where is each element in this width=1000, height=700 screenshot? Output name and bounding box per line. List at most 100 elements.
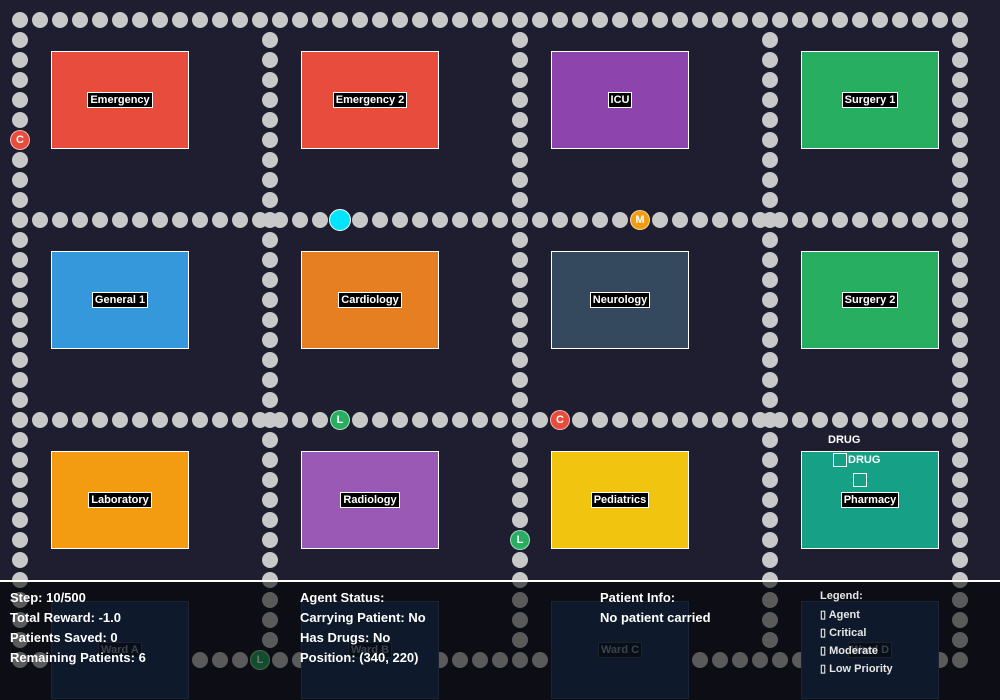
corridor-tile (952, 232, 968, 248)
room-label: Cardiology (338, 292, 402, 308)
corridor-tile (952, 192, 968, 208)
room-pharmacy: Pharmacy (801, 451, 939, 549)
corridor-tile (12, 472, 28, 488)
corridor-tile (92, 12, 108, 28)
corridor-tile (262, 52, 278, 68)
corridor-tile (292, 212, 308, 228)
corridor-tile (952, 272, 968, 288)
corridor-tile (232, 212, 248, 228)
corridor-tile (952, 552, 968, 568)
corridor-tile (262, 192, 278, 208)
corridor-tile (252, 12, 268, 28)
corridor-tile (12, 512, 28, 528)
corridor-tile (12, 292, 28, 308)
room-label: General 1 (91, 292, 149, 308)
corridor-tile (372, 212, 388, 228)
room-surgery-2: Surgery 2 (801, 251, 939, 349)
agent-marker[interactable] (329, 209, 351, 231)
drug-item[interactable] (853, 473, 867, 487)
corridor-tile (832, 212, 848, 228)
corridor-tile (732, 412, 748, 428)
corridor-tile (512, 12, 528, 28)
corridor-tile (952, 532, 968, 548)
corridor-tile (762, 292, 778, 308)
corridor-tile (932, 212, 948, 228)
corridor-tile (472, 212, 488, 228)
corridor-tile (762, 452, 778, 468)
corridor-tile (612, 12, 628, 28)
corridor-tile (152, 412, 168, 428)
corridor-tile (652, 12, 668, 28)
corridor-tile (192, 412, 208, 428)
room-neurology: Neurology (551, 251, 689, 349)
corridor-tile (612, 412, 628, 428)
corridor-tile (512, 432, 528, 448)
corridor-tile (762, 172, 778, 188)
corridor-tile (392, 12, 408, 28)
corridor-tile (852, 412, 868, 428)
corridor-tile (52, 212, 68, 228)
corridor-tile (12, 432, 28, 448)
corridor-tile (512, 232, 528, 248)
agent-status-title: Agent Status: (300, 590, 385, 605)
corridor-tile (262, 352, 278, 368)
corridor-tile (312, 412, 328, 428)
corridor-tile (952, 172, 968, 188)
corridor-tile (872, 12, 888, 28)
corridor-tile (262, 152, 278, 168)
patient-marker[interactable]: C (10, 130, 30, 150)
corridor-tile (392, 412, 408, 428)
room-pediatrics: Pediatrics (551, 451, 689, 549)
corridor-tile (12, 72, 28, 88)
corridor-tile (792, 212, 808, 228)
corridor-tile (952, 72, 968, 88)
corridor-tile (932, 12, 948, 28)
corridor-tile (532, 12, 548, 28)
corridor-tile (512, 332, 528, 348)
corridor-tile (432, 412, 448, 428)
corridor-tile (292, 12, 308, 28)
corridor-tile (262, 292, 278, 308)
corridor-tile (612, 212, 628, 228)
corridor-tile (762, 332, 778, 348)
corridor-tile (12, 392, 28, 408)
corridor-tile (762, 312, 778, 328)
corridor-tile (892, 212, 908, 228)
corridor-tile (12, 32, 28, 48)
corridor-tile (592, 412, 608, 428)
corridor-tile (512, 492, 528, 508)
corridor-tile (352, 12, 368, 28)
corridor-tile (632, 412, 648, 428)
corridor-tile (762, 112, 778, 128)
drug-item[interactable] (833, 453, 847, 467)
corridor-tile (762, 412, 778, 428)
corridor-tile (512, 52, 528, 68)
patient-info-value: No patient carried (600, 610, 711, 625)
corridor-tile (762, 472, 778, 488)
corridor-tile (872, 212, 888, 228)
room-label: Emergency 2 (332, 92, 408, 108)
corridor-tile (952, 472, 968, 488)
patient-marker[interactable]: C (550, 410, 570, 430)
patient-marker[interactable]: M (630, 210, 650, 230)
corridor-tile (262, 372, 278, 388)
corridor-tile (12, 352, 28, 368)
corridor-tile (952, 32, 968, 48)
patient-marker[interactable]: L (510, 530, 530, 550)
corridor-tile (432, 212, 448, 228)
corridor-tile (672, 212, 688, 228)
corridor-tile (952, 292, 968, 308)
corridor-tile (812, 412, 828, 428)
corridor-tile (412, 412, 428, 428)
corridor-tile (512, 132, 528, 148)
patient-marker[interactable]: L (330, 410, 350, 430)
corridor-tile (792, 412, 808, 428)
corridor-tile (172, 412, 188, 428)
corridor-tile (572, 212, 588, 228)
corridor-tile (262, 132, 278, 148)
agent-position: Position: (340, 220) (300, 650, 419, 665)
corridor-tile (512, 512, 528, 528)
corridor-tile (762, 492, 778, 508)
room-general-1: General 1 (51, 251, 189, 349)
corridor-tile (512, 272, 528, 288)
